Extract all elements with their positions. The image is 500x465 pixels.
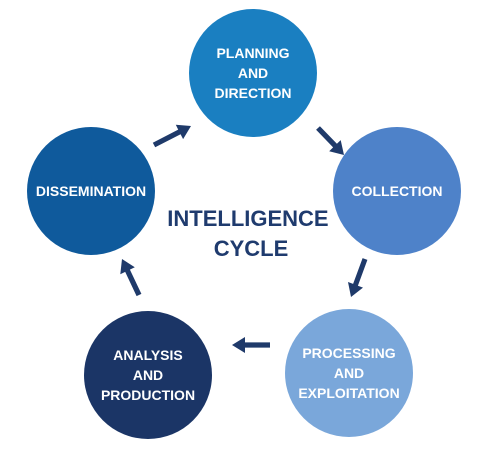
center-title-line-2: CYCLE: [214, 236, 289, 261]
node-label-line: PRODUCTION: [101, 387, 195, 403]
node-circle-analysis-and-production: [84, 311, 212, 439]
node-circle-collection: [333, 127, 461, 255]
node-label-dissemination: DISSEMINATION: [36, 183, 146, 199]
node-label-line: COLLECTION: [352, 183, 443, 199]
node-circle-dissemination: [27, 127, 155, 255]
cycle-nodes: PLANNING AND DIRECTION COLLECTION PROCESSING…: [27, 9, 461, 439]
node-label-line: DISSEMINATION: [36, 183, 146, 199]
node-circle-processing-and-exploitation: [285, 309, 413, 437]
arrow-collection-to-processing-and-exploitation: [348, 258, 368, 297]
node-label-processing-and-exploitation: PROCESSING AND EXPLOITATION: [298, 345, 399, 401]
center-title-line-1: INTELLIGENCE: [167, 206, 328, 231]
node-circle-planning-and-direction: [189, 9, 317, 137]
center-title: INTELLIGENCE CYCLE: [167, 206, 334, 261]
node-dissemination: DISSEMINATION: [27, 127, 155, 255]
arrow-processing-and-exploitation-to-analysis-and-production: [232, 337, 270, 353]
node-label-analysis-and-production: ANALYSIS AND PRODUCTION: [101, 347, 195, 403]
node-label-line: PROCESSING: [302, 345, 395, 361]
arrow-planning-and-direction-to-collection: [316, 126, 344, 155]
node-label-collection: COLLECTION: [352, 183, 443, 199]
node-processing-and-exploitation: PROCESSING AND EXPLOITATION: [285, 309, 413, 437]
node-collection: COLLECTION: [333, 127, 461, 255]
node-label-line: AND: [133, 367, 163, 383]
node-label-line: EXPLOITATION: [298, 385, 399, 401]
node-label-line: AND: [334, 365, 364, 381]
arrow-analysis-and-production-to-dissemination: [120, 259, 142, 297]
flow-arrows: [120, 124, 368, 353]
node-label-line: DIRECTION: [215, 85, 292, 101]
node-analysis-and-production: ANALYSIS AND PRODUCTION: [84, 311, 212, 439]
node-label-line: ANALYSIS: [113, 347, 183, 363]
arrow-dissemination-to-planning-and-direction: [152, 124, 191, 148]
node-label-line: PLANNING: [216, 45, 289, 61]
node-label-planning-and-direction: PLANNING AND DIRECTION: [215, 45, 292, 101]
node-planning-and-direction: PLANNING AND DIRECTION: [189, 9, 317, 137]
node-label-line: AND: [238, 65, 268, 81]
